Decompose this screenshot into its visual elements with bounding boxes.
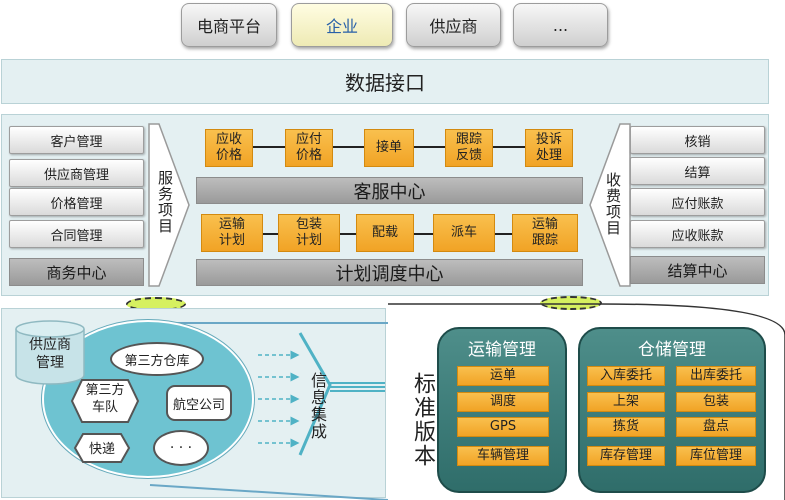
cs-box-complaint-handling[interactable]: 投诉 处理 — [525, 129, 573, 167]
transport-item-vehicle-management[interactable]: 车辆管理 — [457, 446, 549, 466]
transport-item-dispatch[interactable]: 调度 — [457, 392, 549, 412]
right-item-settlement[interactable]: 结算 — [630, 157, 765, 185]
platform-label: 电商平台 — [196, 17, 261, 36]
left-item-price[interactable]: 价格管理 — [9, 188, 144, 216]
platform-button-more[interactable]: ... — [513, 3, 608, 47]
data-interface-bar: 数据接口 — [1, 59, 769, 104]
right-item-label: 结算 — [684, 165, 711, 181]
source-third-party-fleet[interactable]: 第三方 车队 — [85, 383, 125, 415]
cs-box-payable-price[interactable]: 应付 价格 — [285, 129, 333, 167]
connector-right-green — [540, 296, 602, 310]
info-integration-label: 信息集成 — [308, 372, 327, 440]
hexagon-shape-small — [73, 433, 131, 463]
platform-button-supplier[interactable]: 供应商 — [406, 3, 501, 47]
warehouse-item-stocktaking[interactable]: 盘点 — [676, 417, 756, 437]
right-item-label: 核销 — [684, 134, 711, 150]
warehouse-item-inbound-order[interactable]: 入库委托 — [587, 366, 665, 386]
left-item-label: 合同管理 — [50, 228, 103, 244]
cs-box-tracking-feedback[interactable]: 跟踪 反馈 — [445, 129, 493, 167]
standard-version-label: 标准版本 — [410, 372, 435, 468]
source-third-party-warehouse[interactable]: 第三方仓库 — [110, 342, 204, 376]
platform-label: 企业 — [325, 17, 358, 36]
warehouse-item-location-management[interactable]: 库位管理 — [676, 446, 756, 466]
service-items-label: 服务项目 — [156, 170, 174, 234]
plan-box-stowage[interactable]: 配载 — [356, 214, 414, 252]
frame-lines — [149, 303, 785, 500]
left-item-contract[interactable]: 合同管理 — [9, 220, 144, 248]
left-item-label: 价格管理 — [50, 196, 103, 212]
cylinder-label: 供应商 管理 — [29, 337, 71, 371]
left-chevron-arrow — [148, 123, 190, 287]
hexagon-shape — [70, 379, 140, 423]
left-item-label: 供应商管理 — [43, 167, 109, 183]
source-more[interactable]: · · · — [153, 430, 209, 466]
left-item-customer[interactable]: 客户管理 — [9, 126, 144, 154]
plan-box-transport-plan[interactable]: 运输 计划 — [201, 214, 263, 252]
customer-service-center-label: 客服中心 — [353, 181, 426, 203]
source-express[interactable]: 快递 — [88, 442, 115, 457]
data-interface-label: 数据接口 — [345, 71, 425, 95]
transport-item-waybill[interactable]: 运单 — [457, 366, 549, 386]
database-cylinder-icon — [15, 320, 85, 385]
platform-button-enterprise[interactable]: 企业 — [291, 3, 393, 47]
cs-box-order-taking[interactable]: 接单 — [364, 129, 414, 167]
planning-center-bar: 计划调度中心 — [196, 259, 583, 286]
platform-label: ... — [552, 15, 569, 35]
integration-arrows — [258, 332, 385, 456]
business-center-bar: 商务中心 — [9, 258, 144, 286]
transport-item-gps[interactable]: GPS — [457, 417, 549, 437]
warehouse-management-title: 仓储管理 — [638, 340, 706, 360]
settlement-center-label: 结算中心 — [667, 261, 728, 280]
plan-box-dispatch[interactable]: 派车 — [433, 214, 495, 252]
source-airline[interactable]: 航空公司 — [166, 385, 232, 421]
right-item-payable[interactable]: 应付账款 — [630, 188, 765, 216]
platform-button-ecommerce[interactable]: 电商平台 — [181, 3, 277, 47]
settlement-center-bar: 结算中心 — [630, 256, 765, 284]
warehouse-item-inventory-management[interactable]: 库存管理 — [587, 446, 665, 466]
platform-label: 供应商 — [429, 17, 478, 36]
right-item-writeoff[interactable]: 核销 — [630, 126, 765, 154]
charge-items-label: 收费项目 — [604, 172, 622, 236]
cs-box-receivable-price[interactable]: 应收 价格 — [205, 129, 253, 167]
left-item-label: 客户管理 — [50, 134, 103, 150]
warehouse-item-shelving[interactable]: 上架 — [587, 392, 665, 412]
planning-center-label: 计划调度中心 — [335, 263, 444, 285]
right-item-label: 应收账款 — [671, 228, 724, 244]
right-item-label: 应付账款 — [671, 196, 724, 212]
left-item-supplier[interactable]: 供应商管理 — [9, 159, 144, 187]
customer-service-center-bar: 客服中心 — [196, 177, 583, 204]
business-center-label: 商务中心 — [46, 263, 107, 282]
plan-box-packaging-plan[interactable]: 包装 计划 — [278, 214, 340, 252]
right-item-receivable[interactable]: 应收账款 — [630, 220, 765, 248]
warehouse-item-outbound-order[interactable]: 出库委托 — [676, 366, 756, 386]
plan-box-transport-tracking[interactable]: 运输 跟踪 — [512, 214, 578, 252]
warehouse-item-picking[interactable]: 拣货 — [587, 417, 665, 437]
transport-management-title: 运输管理 — [468, 340, 536, 360]
warehouse-item-packaging[interactable]: 包装 — [676, 392, 756, 412]
